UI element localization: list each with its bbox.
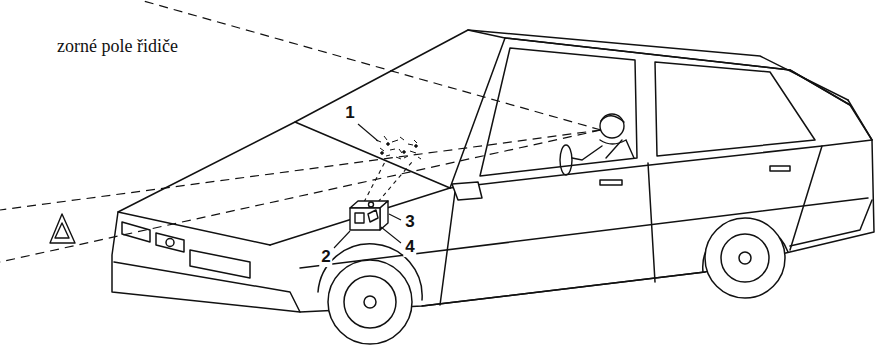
grille [156,233,184,252]
door-handle [770,166,790,171]
sill-line [422,272,705,306]
callout-number: 2 [319,247,332,267]
door-line [648,163,655,282]
leader-line [358,124,378,141]
rear-hub [739,252,751,264]
car-body [112,30,874,344]
bumper-line [114,262,300,312]
headlight [190,250,250,278]
driver-body [600,140,634,158]
triangle-outer [50,214,75,243]
view-field-lines [0,0,601,262]
hud-dot [415,145,418,148]
projector-knob [369,202,374,207]
triangle-inner [55,223,69,238]
hud-dot [387,143,390,146]
mirror [452,182,482,200]
projector-side [380,201,388,230]
car-silhouette [112,30,874,312]
front-hub [364,296,376,308]
hud-image [376,136,421,159]
leader-line [381,227,401,243]
headlight [122,222,150,242]
beltline [450,140,872,188]
hud-speck [376,136,421,159]
projection-ray [378,162,412,202]
badge [166,239,174,247]
rear-wheel [705,218,785,298]
leader-line [389,214,401,220]
a-pillar [450,38,505,188]
rear-side-window [655,62,815,156]
front-rim [344,276,396,328]
leader-line [334,231,350,248]
rear-bumper [790,200,872,246]
seat-belt [606,140,622,158]
driver-arm [572,146,602,160]
front-side-window [480,48,637,176]
hud-dot [381,152,384,155]
projector-mirror [368,210,378,222]
hud-projector [350,201,388,230]
view-field-line [0,130,601,262]
driver-hair [601,116,624,122]
rear-rim [721,234,769,282]
trunk-line [848,100,872,140]
projector-front [350,208,380,230]
projection-rays [364,160,412,202]
hood-front-edge [118,212,270,245]
view-field-line [0,130,601,210]
view-field-line [140,0,601,130]
projection-ray [364,160,386,202]
driver-head [600,114,624,138]
door-line [790,146,822,250]
driver-figure [560,114,634,175]
callout-number: 1 [343,103,356,123]
callout-number: 4 [403,237,416,257]
callout-number: 3 [403,212,416,232]
front-wheel [328,260,412,344]
steering-wheel [560,145,572,175]
view-field-label: zorné pole řidiče [55,36,180,57]
cowl-line [295,122,450,188]
roof-near-edge [505,38,850,105]
projector-lens [355,213,364,223]
hud-dot [403,151,406,154]
fender-line [270,188,450,245]
warning-triangle [50,214,75,243]
door-handle [600,180,622,185]
